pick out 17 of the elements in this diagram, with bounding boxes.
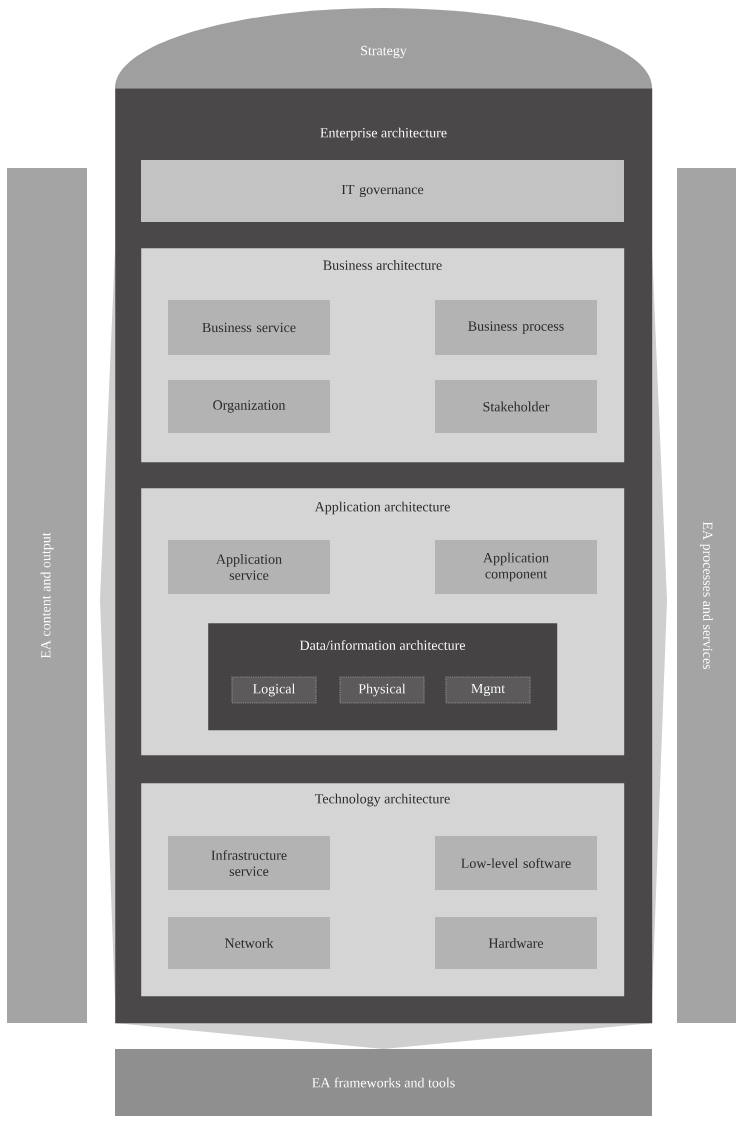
component-box: Low-level software [435,836,597,890]
component-box: Infrastructure service [168,836,330,890]
component-box: Stakeholder [435,380,597,433]
component-box: Organization [168,380,330,433]
component-box: Application component [435,540,597,594]
component-box: Hardware [435,917,597,969]
component-box: Application service [168,540,330,594]
component-box: Business process [435,300,597,355]
side-bar: EA content and output [7,168,87,1023]
component-box: Business service [168,300,330,355]
data-tag: Physical [339,676,425,704]
component-box: IT governance [141,160,624,222]
base-bar: EA frameworks and tools [115,1049,652,1116]
side-bar: EA processes and services [677,168,736,1023]
data-tag: Mgmt [445,676,531,704]
data-tag: Logical [231,676,317,704]
component-box: Network [168,917,330,969]
